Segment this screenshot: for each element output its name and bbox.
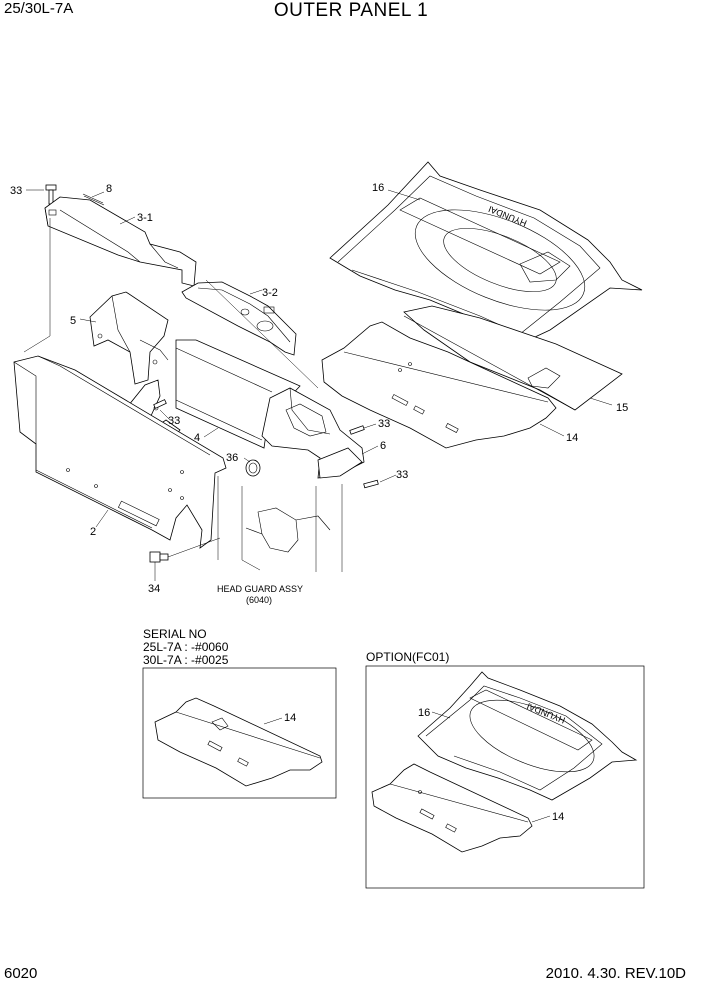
guide-line-left [23, 218, 51, 353]
callout-16-option: 16 [418, 707, 430, 719]
option-detail-frame [365, 665, 645, 889]
callout-8: 8 [106, 183, 112, 195]
head-guard-reference [217, 476, 343, 572]
bolt-33-right-lower [363, 479, 379, 489]
callout-14: 14 [566, 432, 578, 444]
callout-4: 4 [194, 432, 200, 444]
callout-33-top: 33 [10, 185, 22, 197]
callout-leaders [26, 189, 613, 581]
floor-plate-15 [403, 305, 623, 411]
callout-14-option: 14 [552, 811, 564, 823]
bolt-33-right-upper [349, 425, 365, 435]
callout-3-2: 3-2 [262, 287, 278, 299]
option-title: OPTION(FC01) [366, 650, 449, 664]
callout-33-right-upper: 33 [378, 418, 390, 430]
cover-6 [261, 387, 365, 479]
head-guard-label: HEAD GUARD ASSY [217, 584, 303, 594]
option-floor-plate-14 [371, 763, 551, 853]
callout-3-1: 3-1 [137, 212, 153, 224]
panel-4 [175, 339, 301, 449]
serial-line-30l: 30L-7A : -#0025 [143, 653, 229, 667]
bolt-33-mid [153, 399, 167, 409]
serial-detail-frame [142, 667, 337, 799]
pin-8 [82, 193, 105, 206]
serial-title: SERIAL NO [143, 627, 207, 641]
serial-floor-plate-14 [154, 697, 323, 787]
guide-line-upper [205, 279, 319, 389]
callout-34: 34 [148, 583, 160, 595]
side-panel-2 [13, 355, 227, 549]
callout-15: 15 [616, 402, 628, 414]
revision-date: 2010. 4.30. REV.10D [545, 965, 686, 982]
grommet-36 [245, 459, 261, 477]
floor-plate-14 [321, 321, 557, 449]
callout-33-mid: 33 [168, 415, 180, 427]
bolt-34 [149, 537, 221, 563]
cover-3-2 [181, 281, 297, 356]
page-title: OUTER PANEL 1 [273, 0, 429, 21]
callout-5: 5 [70, 315, 76, 327]
model-code: 25/30L-7A [4, 0, 74, 17]
callout-33-right-lower: 33 [396, 469, 408, 481]
option-floor-mat-16: HYUNDAI [417, 671, 638, 801]
bracket-5 [89, 291, 169, 385]
callout-6: 6 [380, 440, 386, 452]
serial-line-25l: 25L-7A : -#0060 [143, 640, 229, 654]
callout-14-serial: 14 [284, 712, 296, 724]
head-guard-code: (6040) [246, 595, 272, 605]
floor-mat-16: HYUNDAI [329, 161, 643, 345]
cover-3-1 [44, 196, 197, 287]
page-number: 6020 [4, 965, 38, 982]
callout-2: 2 [90, 526, 96, 538]
callout-36: 36 [226, 452, 238, 464]
callout-16: 16 [372, 182, 384, 194]
